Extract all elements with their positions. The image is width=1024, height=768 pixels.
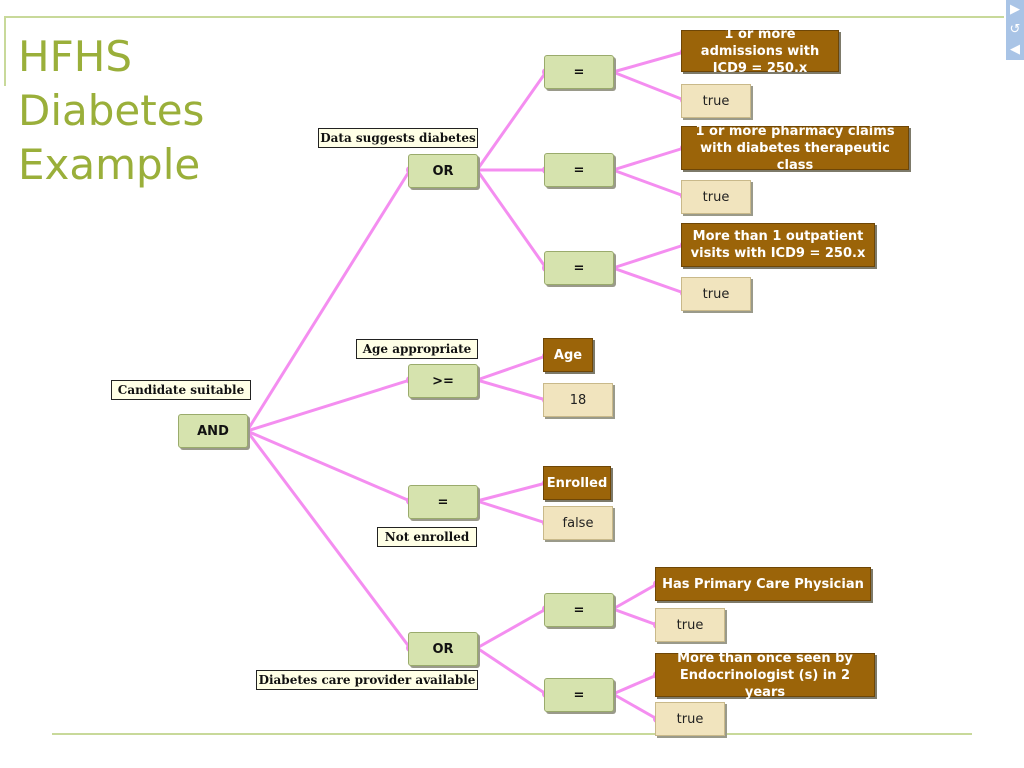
pcp-variable[interactable]: Has Primary Care Physician [655,567,871,601]
pharmacy-value[interactable]: true [681,180,751,214]
top-rule [4,16,1004,18]
enrolled-variable[interactable]: Enrolled [543,466,611,500]
endocrinologist-equals-node[interactable]: = [544,678,614,712]
age-value[interactable]: 18 [543,383,613,417]
enrolled-value[interactable]: false [543,506,613,540]
provider-branch-label: Diabetes care provider available [256,670,478,690]
age-gte-node[interactable]: >= [408,364,478,398]
and-operator-node[interactable]: AND [178,414,248,448]
slide-title-line-1: HFHS [18,32,132,81]
slide-title-line-3: Example [18,140,201,189]
pharmacy-variable[interactable]: 1 or more pharmacy claims with diabetes … [681,124,909,173]
endocrinologist-value[interactable]: true [655,702,725,736]
diabetes-branch-label: Data suggests diabetes [318,128,478,148]
age-branch-label: Age appropriate [356,339,478,359]
bottom-rule [52,733,972,735]
endocrinologist-variable[interactable]: More than once seen by Endocrinologist (… [655,651,875,700]
root-label: Candidate suitable [111,380,251,400]
title-rule [4,16,6,86]
next-slide-icon[interactable]: ▶ [1010,2,1020,17]
previous-slide-icon[interactable]: ◀ [1010,42,1020,57]
outpatient-equals-node[interactable]: = [544,251,614,285]
outpatient-value[interactable]: true [681,277,751,311]
outpatient-variable[interactable]: More than 1 outpatient visits with ICD9 … [681,223,875,267]
pcp-equals-node[interactable]: = [544,593,614,627]
slide-title-line-2: Diabetes [18,86,205,135]
return-icon[interactable]: ↺ [1009,22,1021,37]
enrolled-equals-node[interactable]: = [408,485,478,519]
slide-navigation: ▶ ↺ ◀ [1006,0,1024,60]
age-variable[interactable]: Age [543,338,593,372]
admissions-variable[interactable]: 1 or more admissions with ICD9 = 250.x [681,27,839,76]
slide-title: HFHS Diabetes Example [18,30,204,192]
admissions-equals-node[interactable]: = [544,55,614,89]
pharmacy-equals-node[interactable]: = [544,153,614,187]
admissions-value[interactable]: true [681,84,751,118]
provider-or-node[interactable]: OR [408,632,478,666]
enrolled-branch-label: Not enrolled [377,527,477,547]
diabetes-or-node[interactable]: OR [408,154,478,188]
pcp-value[interactable]: true [655,608,725,642]
